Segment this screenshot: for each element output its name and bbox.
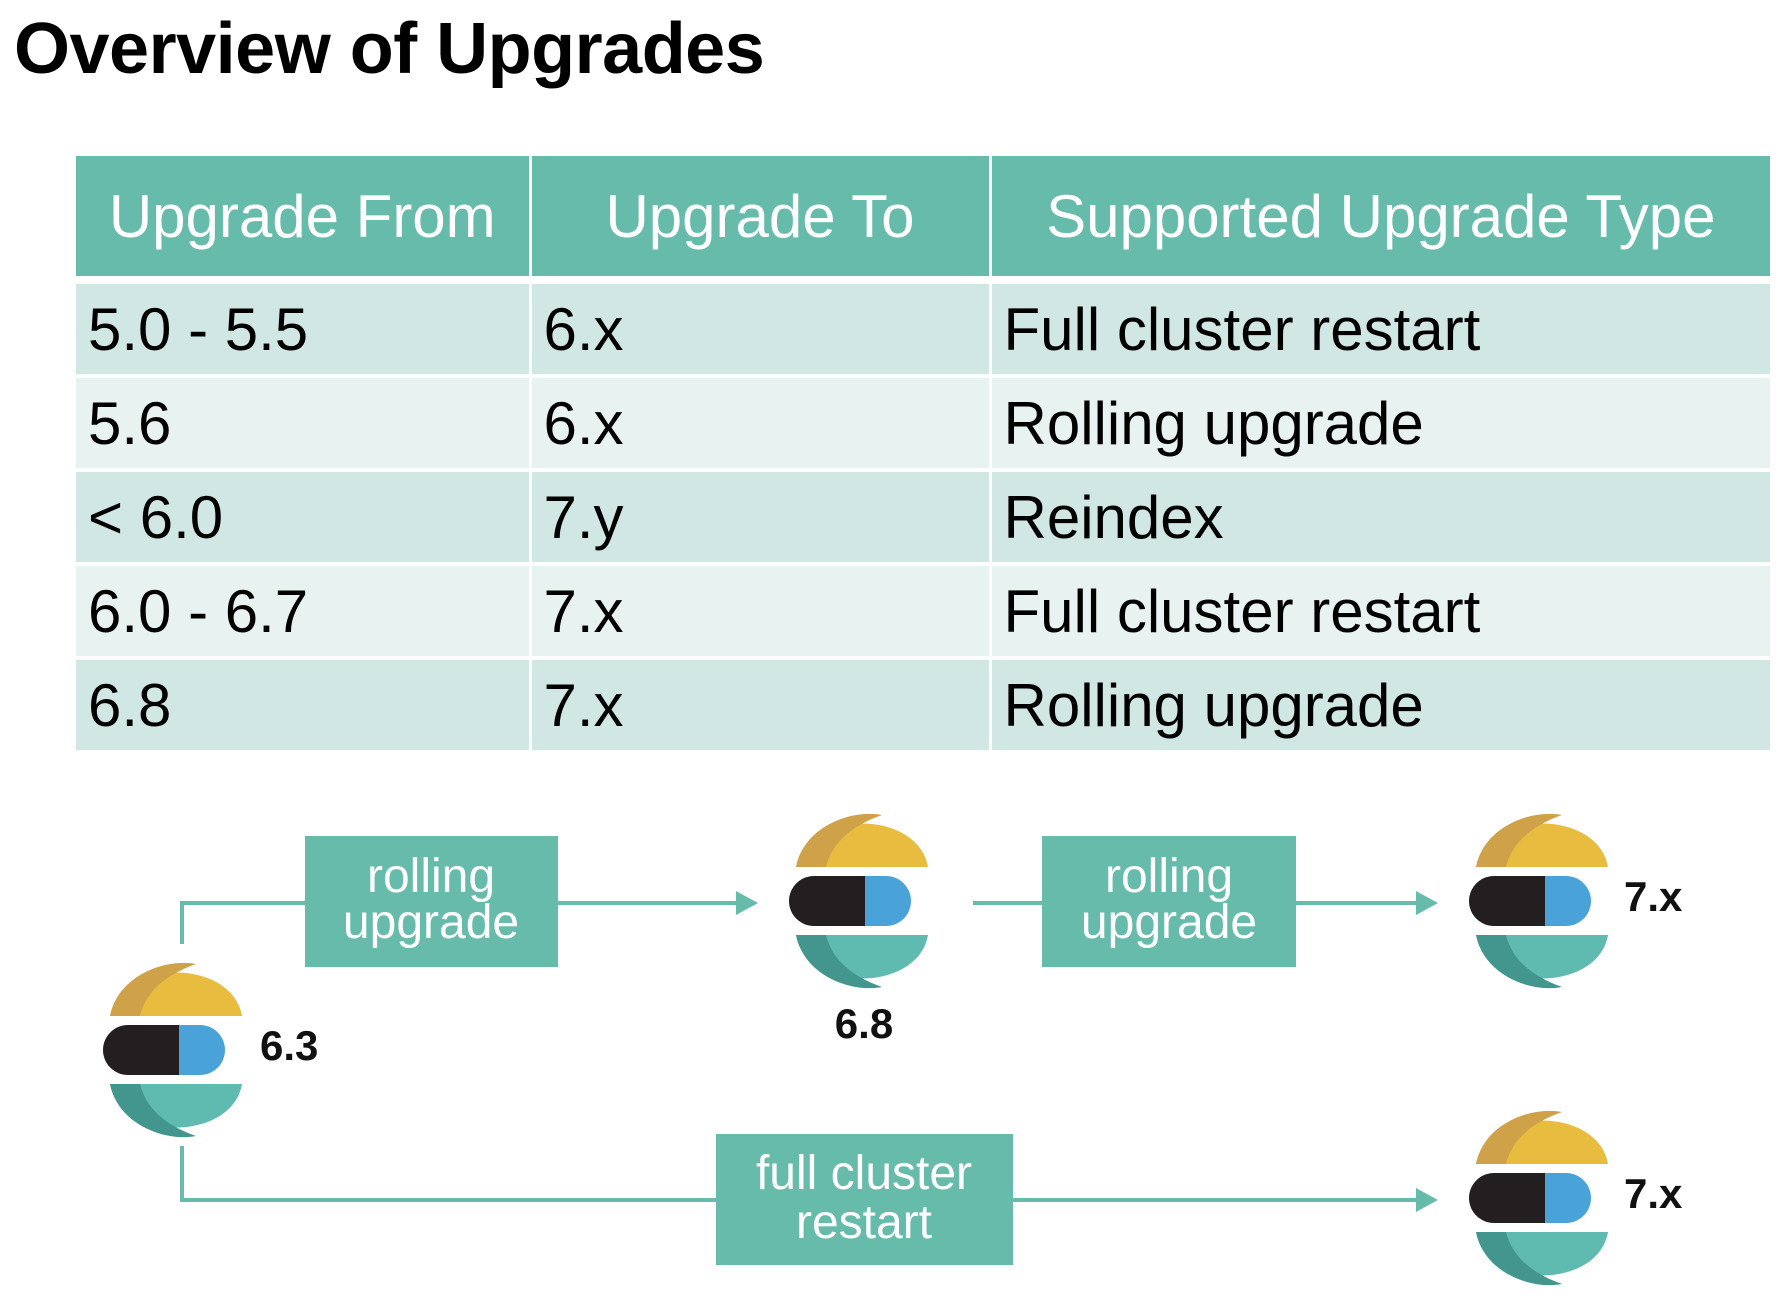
node-start: 6.3	[103, 962, 318, 1138]
cell-to: 6.x	[530, 376, 992, 472]
table-row: 5.0 - 5.5 6.x Full cluster restart	[76, 280, 1770, 378]
step-label-line2: upgrade	[343, 896, 519, 949]
version-label: 7.x	[1624, 1170, 1683, 1217]
arrowhead-to-68	[736, 891, 758, 915]
version-label: 6.3	[260, 1022, 318, 1069]
table-header-row: Upgrade From Upgrade To Supported Upgrad…	[76, 156, 1770, 284]
node-end-bottom: 7.x	[1469, 1110, 1683, 1286]
elastic-logo-icon	[103, 962, 242, 1138]
step-rolling-upgrade-1: rolling upgrade	[305, 836, 558, 967]
step-label-line2: upgrade	[1081, 896, 1257, 949]
version-label: 7.x	[1624, 873, 1683, 920]
cell-type: Reindex	[990, 470, 1770, 566]
arrowhead-to-7x-bottom	[1416, 1188, 1438, 1212]
cell-type: Full cluster restart	[990, 564, 1770, 660]
cell-from: 6.0 - 6.7	[76, 564, 532, 660]
elastic-logo-icon	[1469, 1110, 1608, 1286]
table-row: 5.6 6.x Rolling upgrade	[76, 376, 1770, 472]
cell-type: Full cluster restart	[990, 280, 1770, 378]
cell-to: 6.x	[530, 280, 992, 378]
header-upgrade-from: Upgrade From	[76, 156, 532, 284]
cell-to: 7.y	[530, 470, 992, 566]
elastic-logo-icon	[789, 813, 928, 989]
arrowhead-to-7x-top	[1416, 891, 1438, 915]
cell-to: 7.x	[530, 564, 992, 660]
step-label-line1: rolling	[367, 850, 495, 903]
header-upgrade-type: Supported Upgrade Type	[990, 156, 1770, 284]
cell-from: < 6.0	[76, 470, 532, 566]
step-label-line2: restart	[796, 1196, 932, 1249]
version-label: 6.8	[835, 1000, 893, 1047]
step-label-line1: rolling	[1105, 850, 1233, 903]
cell-from: 5.0 - 5.5	[76, 280, 532, 378]
cell-from: 5.6	[76, 376, 532, 472]
upgrade-table: Upgrade From Upgrade To Supported Upgrad…	[76, 156, 1770, 754]
node-end-top: 7.x	[1469, 813, 1683, 989]
connector-start-to-rolling	[180, 901, 305, 944]
cell-from: 6.8	[76, 658, 532, 754]
cell-type: Rolling upgrade	[990, 376, 1770, 472]
cell-type: Rolling upgrade	[990, 658, 1770, 754]
header-upgrade-to: Upgrade To	[530, 156, 992, 284]
step-rolling-upgrade-2: rolling upgrade	[1042, 836, 1296, 967]
step-full-cluster-restart: full cluster restart	[716, 1134, 1013, 1265]
elastic-logo-icon	[1469, 813, 1608, 989]
table-row: < 6.0 7.y Reindex	[76, 470, 1770, 566]
page-title: Overview of Upgrades	[14, 9, 765, 89]
step-label-line1: full cluster	[756, 1147, 972, 1200]
connector-start-to-full	[180, 1146, 716, 1202]
table-row: 6.0 - 6.7 7.x Full cluster restart	[76, 564, 1770, 660]
cell-to: 7.x	[530, 658, 992, 754]
node-middle: 6.8	[789, 813, 928, 1047]
table-row: 6.8 7.x Rolling upgrade	[76, 658, 1770, 754]
